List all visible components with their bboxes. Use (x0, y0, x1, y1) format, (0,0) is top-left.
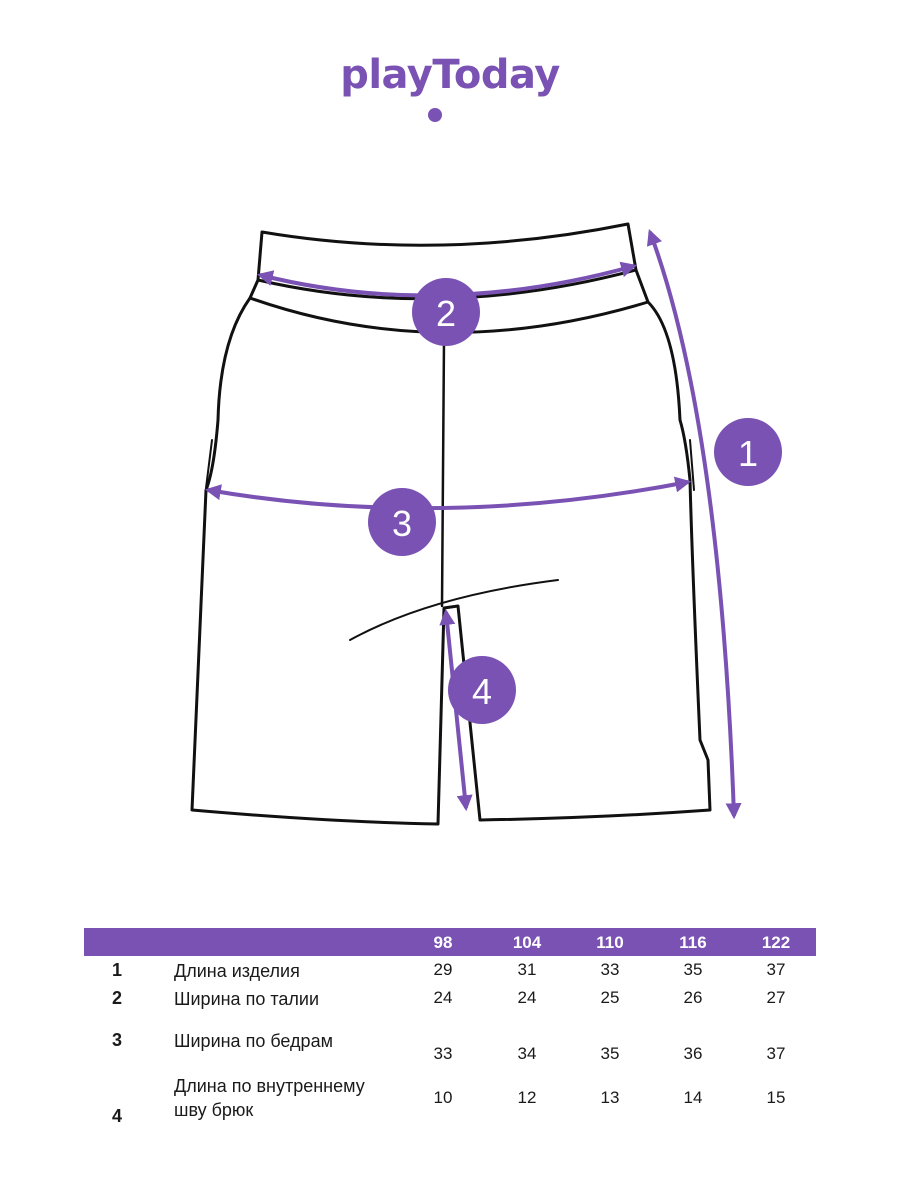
row-number: 3 (112, 1030, 123, 1050)
measure-lines (204, 229, 742, 820)
marker-4: 4 (448, 656, 516, 724)
size-header-0: 98 (433, 933, 453, 952)
svg-text:1: 1 (738, 433, 758, 474)
table-row: 4 Длина по внутреннему шву брюк 10 12 13… (84, 1074, 816, 1150)
marker-3: 3 (368, 488, 436, 556)
size-table: 98 104 110 116 122 1 Длина изделия 29 31… (84, 928, 816, 1126)
marker-1: 1 (714, 418, 782, 486)
size-header-4: 122 (761, 933, 791, 952)
brand-logo-dot (428, 108, 442, 122)
cell-value: 37 (766, 1044, 786, 1063)
cell-value: 34 (517, 1044, 537, 1063)
row-label: Ширина по бедрам (174, 1031, 333, 1051)
size-header-3: 116 (679, 933, 707, 952)
svg-text:4: 4 (472, 671, 492, 712)
size-header-1: 104 (512, 933, 542, 952)
row-number: 4 (112, 1106, 123, 1126)
cell-value: 31 (517, 960, 537, 979)
cell-value: 37 (766, 960, 786, 979)
cell-value: 27 (766, 988, 786, 1007)
cell-value: 14 (683, 1088, 703, 1107)
cell-value: 33 (433, 1044, 453, 1063)
marker-2: 2 (412, 278, 480, 346)
table-row: 3 Ширина по бедрам 33 34 35 36 37 (84, 1030, 816, 1070)
row-label: Длина изделия (174, 961, 300, 981)
cell-value: 24 (433, 988, 453, 1007)
cell-value: 26 (683, 988, 703, 1007)
cell-value: 29 (433, 960, 453, 979)
row-number: 1 (112, 960, 123, 980)
row-number: 2 (112, 988, 123, 1008)
cell-value: 35 (600, 1044, 620, 1063)
brand-logo: playToday (0, 52, 900, 98)
cell-value: 24 (517, 988, 537, 1007)
svg-text:3: 3 (392, 503, 412, 544)
size-header-2: 110 (596, 933, 624, 952)
cell-value: 36 (683, 1044, 703, 1063)
row-label: Длина по внутреннему шву брюк (174, 1076, 365, 1120)
cell-value: 12 (517, 1088, 537, 1107)
table-row: 1 Длина изделия 29 31 33 35 37 (84, 960, 816, 988)
cell-value: 35 (683, 960, 703, 979)
row-label: Ширина по талии (174, 989, 319, 1009)
brand-name: playToday (340, 52, 560, 98)
table-row: 2 Ширина по талии 24 24 25 26 27 (84, 988, 816, 1016)
cell-value: 10 (433, 1088, 453, 1107)
cell-value: 33 (600, 960, 620, 979)
size-table-header: 98 104 110 116 122 (84, 928, 816, 956)
shorts-diagram: 1 2 3 4 (190, 222, 782, 826)
cell-value: 25 (600, 988, 620, 1007)
svg-text:2: 2 (436, 293, 456, 334)
cell-value: 15 (766, 1088, 786, 1107)
cell-value: 13 (600, 1088, 620, 1107)
